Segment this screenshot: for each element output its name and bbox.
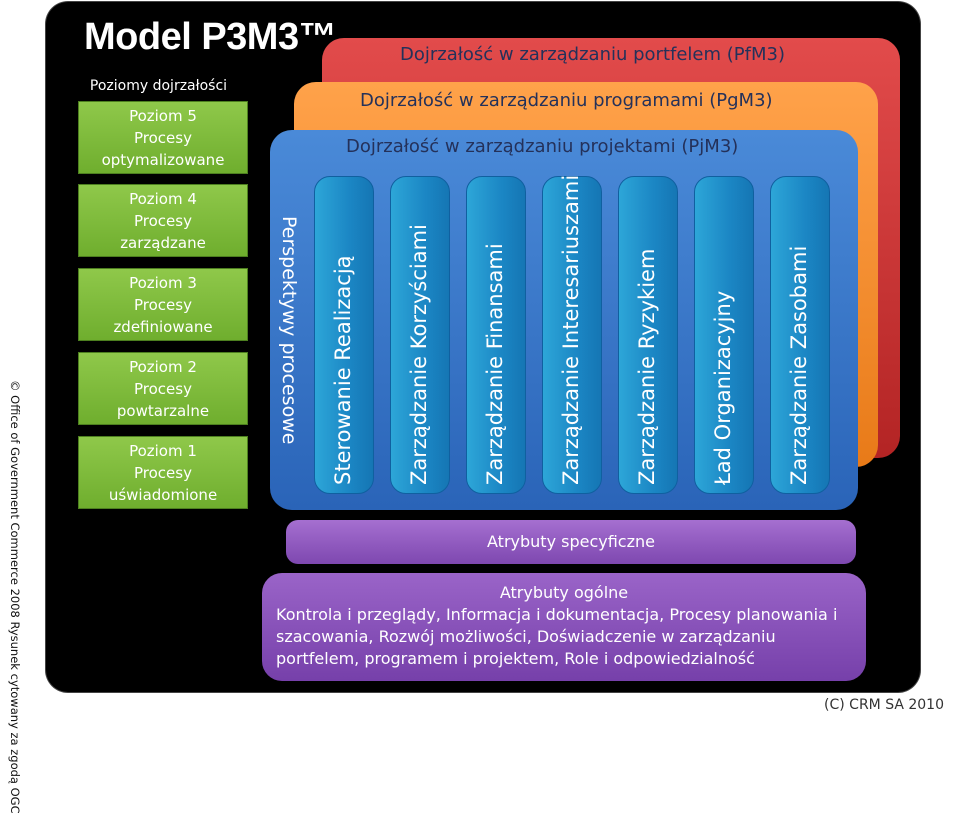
general-attributes: Atrybuty ogólne Kontrola i przeglądy, In…: [262, 573, 866, 681]
copyright: (C) CRM SA 2010: [824, 697, 944, 713]
specific-attributes: Atrybuty specyficzne: [286, 520, 856, 564]
perspective-resources: Zarządzanie Zasobami: [770, 176, 830, 494]
perspective-organisation: Ład Organizacyjny: [694, 176, 754, 494]
perspective-benefits: Zarządzanie Korzyściami: [390, 176, 450, 494]
general-attributes-body: Kontrola i przeglądy, Informacja i dokum…: [276, 605, 838, 668]
slide-title: Model P3M3™: [84, 16, 337, 58]
source-credit: © Office of Government Commerce 2008 Rys…: [8, 380, 22, 814]
level-1: Poziom 1 Procesy uświadomione: [78, 436, 248, 509]
perspective-governance: Sterowanie Realizacją: [314, 176, 374, 494]
perspectives-label: Perspektywy procesowe: [278, 216, 300, 445]
perspective-stakeholders: Zarządzanie Interesariuszami: [542, 175, 602, 494]
level-2: Poziom 2 Procesy powtarzalne: [78, 352, 248, 425]
levels-heading: Poziomy dojrzałości: [89, 78, 228, 94]
general-attributes-heading: Atrybuty ogólne: [499, 583, 629, 602]
level-5: Poziom 5 Procesy optymalizowane: [78, 101, 248, 174]
perspective-risk: Zarządzanie Ryzykiem: [618, 176, 678, 494]
level-3: Poziom 3 Procesy zdefiniowane: [78, 268, 248, 341]
perspective-finance: Zarządzanie Finansami: [466, 176, 526, 494]
level-4: Poziom 4 Procesy zarządzane: [78, 184, 248, 257]
